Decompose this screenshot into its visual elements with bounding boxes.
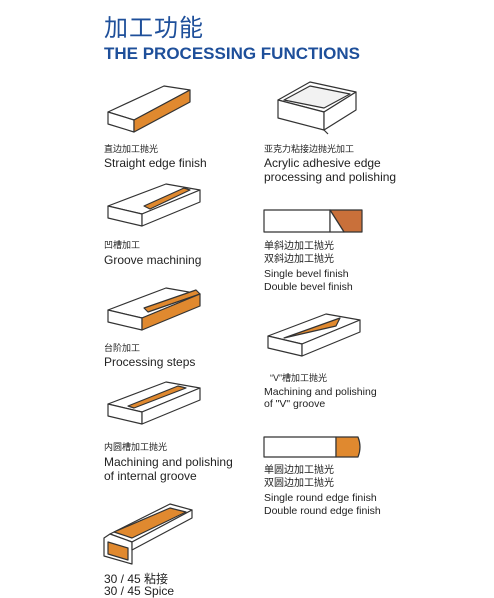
v-groove-en-1: Machining and polishing: [264, 386, 377, 398]
groove-icon: [107, 183, 201, 227]
internal-groove-en-1: Machining and polishing: [104, 455, 233, 469]
round-edge-cn-1: 单圆边加工抛光: [264, 465, 334, 476]
acrylic-cn: 亚克力粘接边抛光加工: [264, 144, 355, 154]
page-title-en: THE PROCESSING FUNCTIONS: [104, 44, 360, 63]
round-edge-en-1: Single round edge finish: [264, 492, 377, 504]
step-icon: [107, 287, 201, 331]
internal-groove-en-2: of internal groove: [104, 469, 197, 483]
straight-edge-en: Straight edge finish: [104, 156, 207, 170]
bevel-icon: [263, 209, 363, 233]
v-groove-icon: [267, 313, 361, 357]
acrylic-en-2: processing and polishing: [264, 170, 397, 184]
acrylic-en-1: Acrylic adhesive edge: [264, 156, 381, 170]
v-groove-cn: “V”槽加工抛光: [270, 373, 327, 383]
round-edge-icon: [263, 436, 361, 458]
straight-edge-cn: 直边加工抛光: [104, 144, 159, 154]
bevel-cn-1: 单斜边加工抛光: [264, 241, 334, 252]
groove-cn: 凹槽加工: [104, 240, 141, 250]
bevel-cn-2: 双斜边加工抛光: [264, 254, 334, 265]
bevel-en-1: Single bevel finish: [264, 268, 349, 280]
straight-edge-icon: [107, 85, 191, 133]
step-en: Processing steps: [104, 355, 196, 369]
splice-label-2: 30 / 45 Spice: [104, 584, 175, 598]
round-edge-en-2: Double round edge finish: [264, 505, 381, 517]
bevel-en-2: Double bevel finish: [264, 281, 353, 293]
step-cn: 台阶加工: [104, 343, 141, 353]
internal-groove-cn: 内圆槽加工抛光: [104, 442, 168, 452]
v-groove-en-2: of "V" groove: [264, 398, 326, 410]
acrylic-box-icon: [277, 81, 357, 135]
groove-en: Groove machining: [104, 253, 202, 267]
round-edge-cn-2: 双圆边加工抛光: [264, 478, 334, 489]
internal-groove-icon: [107, 381, 201, 425]
page-title-cn: 加工功能: [104, 15, 204, 42]
splice-icon: [103, 503, 193, 565]
splice-label-1: 30 / 45 粘接: [104, 572, 169, 586]
